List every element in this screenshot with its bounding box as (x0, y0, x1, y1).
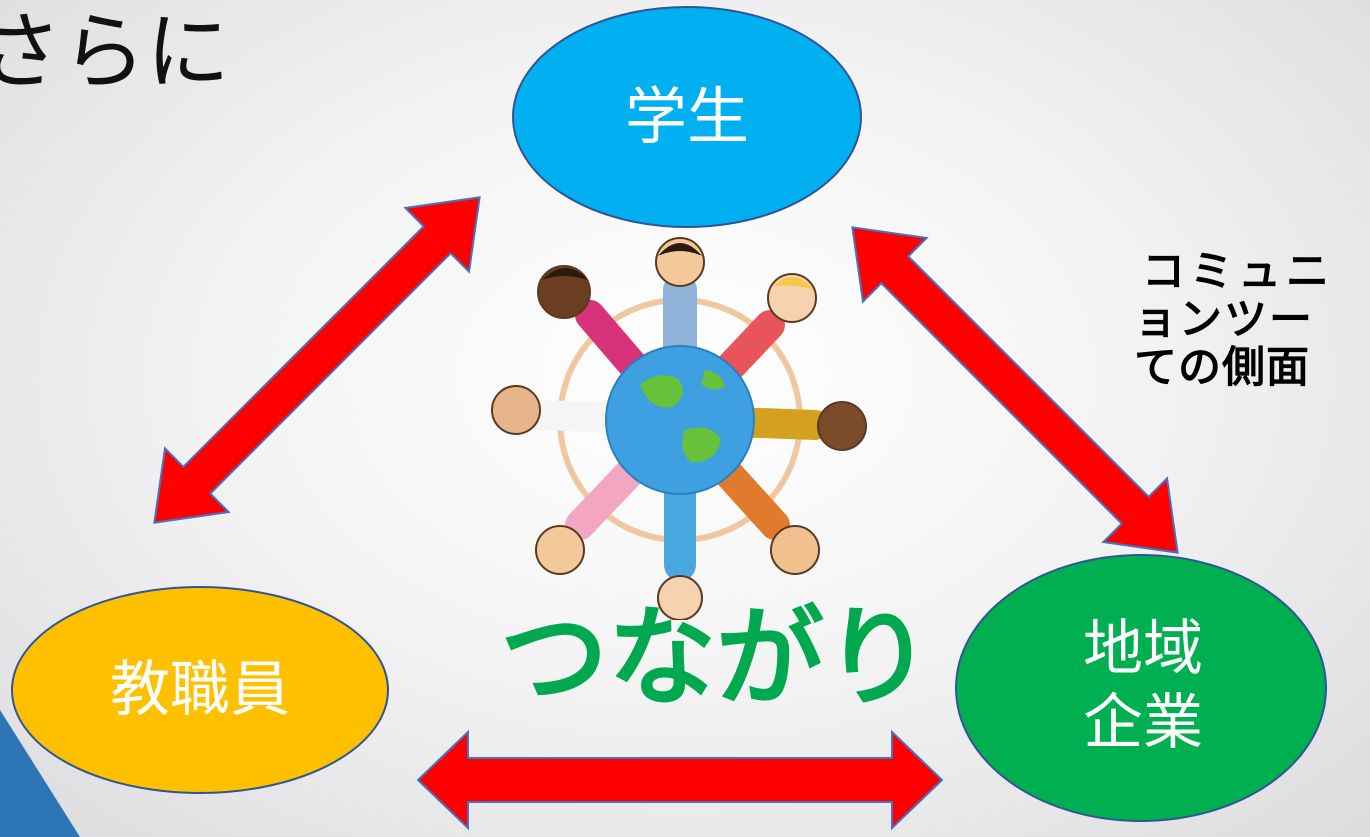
globe-land-3 (701, 370, 725, 390)
side-caption: コミュニ ョンツー ての側面 (1134, 247, 1334, 392)
student-label: 学生 (624, 80, 749, 153)
side-caption-line-3: ての側面 (1134, 343, 1310, 393)
hair-top (658, 243, 702, 256)
arrow-student-staff (153, 196, 481, 524)
region-label-line-1: 地域 (1083, 614, 1203, 684)
side-caption-line-2: ョンツー (1134, 295, 1314, 345)
staff-label: 教職員 (110, 655, 290, 725)
globe (605, 345, 755, 495)
globe-land-2 (682, 427, 721, 463)
student-node (512, 6, 862, 228)
arrow-student-region (851, 226, 1179, 554)
region-node (955, 554, 1327, 822)
globe-land-1 (640, 375, 683, 408)
staff-node (11, 586, 389, 794)
arrow-staff-region (416, 729, 944, 831)
side-caption-line-1: コミュニ (1142, 247, 1334, 297)
hair-right (774, 276, 814, 290)
headline-text: さらに (0, 3, 231, 101)
people-holding-hands-around-globe-icon (491, 237, 867, 620)
region-label-line-2: 企業 (1083, 688, 1203, 758)
corner-triangle (0, 710, 80, 837)
center-word: つながり (500, 596, 933, 721)
hair-left (542, 268, 588, 280)
region-label: 地域 企業 (958, 612, 1328, 760)
